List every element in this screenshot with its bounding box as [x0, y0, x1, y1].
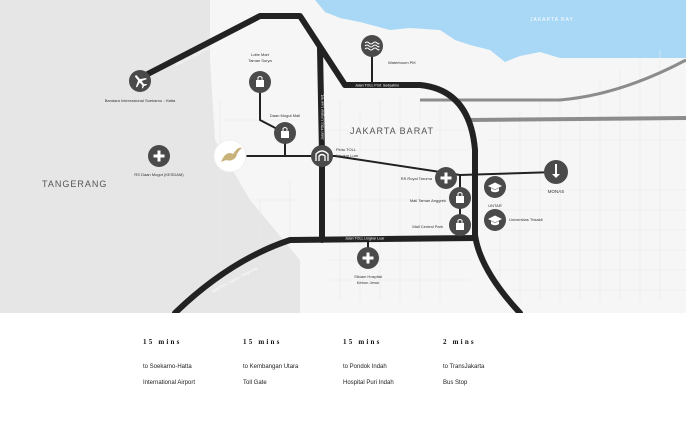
land-jakarta	[210, 0, 686, 313]
label-road-lingkar-luar: Jalan TOLL Lingkar Luar	[345, 237, 385, 241]
label-monas: MONAS	[548, 189, 565, 194]
shopping-bag-icon	[456, 192, 464, 203]
destination-line-1: to TransJakarta	[443, 364, 485, 370]
label-road-sedyatmo: Jalan TOLL Prof. Sedyatmo	[355, 84, 399, 88]
poi-waterboom[interactable]	[361, 35, 383, 57]
label-daan-mogot-mall: Daan Mogot Mall	[270, 113, 300, 118]
travel-time: 15 mins	[143, 338, 182, 346]
poi-siloam[interactable]	[357, 247, 379, 269]
destination-line-2: Hospital Puri Indah	[343, 380, 394, 386]
label-pintu-toll: Pintu TOLL	[336, 147, 357, 152]
label-mall-central-park: Mall Central Park	[412, 224, 443, 229]
label-universitas-trisakti: Universitas Trisakti	[509, 217, 543, 222]
travel-times-panel: 15 mins to Soekarno-Hatta International …	[0, 313, 686, 425]
shopping-bag-icon	[456, 219, 464, 230]
poi-mall-central-park[interactable]	[449, 214, 471, 236]
bird-logo-icon	[213, 139, 247, 173]
poi-monas[interactable]	[544, 160, 568, 184]
poi-mall-taman-anggrek[interactable]	[449, 187, 471, 209]
label-road-lingkar-w1: Jalan TOLL Lingkar Luar W1	[321, 94, 325, 140]
water-jakarta-bay	[315, 0, 686, 62]
medical-cross-icon	[153, 150, 165, 162]
label-rs-daan-mogot: RS Daan Mogot (KESDAM)	[134, 172, 184, 177]
poi-universitas-trisakti[interactable]	[484, 209, 506, 231]
monument-icon	[552, 164, 560, 178]
destination-line-2: International Airport	[143, 380, 196, 386]
label-rs-royal-taruma: RS Royal Taruma	[401, 176, 433, 181]
label-pintu-toll-2: Lingkar Luar	[336, 153, 359, 158]
poi-rs-daan-mogot[interactable]	[148, 145, 170, 167]
travel-time-item: 15 mins to Soekarno-Hatta International …	[143, 338, 243, 386]
road-sedyatmo-toll	[342, 82, 523, 313]
road-east-grey	[469, 116, 686, 122]
road-north-grey	[420, 58, 686, 102]
destination-line-1: to Soekarno-Hatta	[143, 364, 192, 370]
poi-lotte-mart[interactable]	[249, 71, 271, 93]
destination-line-1: to Pondok Indah	[343, 364, 387, 370]
travel-time: 15 mins	[343, 338, 382, 346]
label-siloam-2: Kebon Jeruk	[357, 280, 379, 285]
graduation-cap-icon	[488, 182, 502, 193]
poi-airport[interactable]	[129, 70, 151, 92]
road-lingkar-luar	[172, 235, 478, 313]
destination-line-2: Toll Gate	[243, 380, 267, 386]
label-airport: Bandara Internasional Soekarno - Hatta	[105, 98, 176, 103]
medical-cross-icon	[362, 252, 374, 264]
airplane-icon	[134, 74, 148, 89]
medical-cross-icon	[440, 172, 452, 184]
destination-line-1: to Kembangan Utara	[243, 364, 299, 370]
district-jakarta-bay: JAKARTA BAY	[530, 17, 574, 23]
label-waterboom: Waterboom PIK	[388, 60, 416, 65]
district-tangerang: TANGERANG	[42, 179, 107, 189]
label-mall-taman-anggrek: Mall Taman Anggrek	[410, 198, 446, 203]
label-lotte-mart: Lotte Mart	[251, 52, 270, 57]
label-untar: UNTAR	[488, 203, 502, 208]
road-local-mall	[259, 81, 286, 157]
toll-gate-icon	[315, 150, 329, 161]
poi-daan-mogot-mall[interactable]	[274, 122, 296, 144]
travel-time-item: 15 mins to Pondok Indah Hospital Puri In…	[343, 338, 443, 386]
travel-time-item: 15 mins to Kembangan Utara Toll Gate	[243, 338, 343, 386]
travel-time: 2 mins	[443, 338, 476, 346]
district-jakarta-barat: JAKARTA BARAT	[350, 126, 434, 136]
poi-rs-royal-taruma[interactable]	[435, 167, 457, 189]
label-siloam: Siloam Hospital	[354, 274, 382, 279]
wave-icon	[364, 41, 380, 51]
label-lotte-mart-2: Taman Surya	[248, 58, 272, 63]
travel-time-item: 2 mins to TransJakarta Bus Stop	[443, 338, 543, 386]
shopping-bag-icon	[256, 76, 264, 87]
poi-untar[interactable]	[484, 176, 506, 198]
graduation-cap-icon	[488, 215, 502, 226]
area-map: TANGERANG JAKARTA BARAT JAKARTA BAY Jala…	[0, 0, 686, 313]
shopping-bag-icon	[281, 127, 289, 138]
destination-line-2: Bus Stop	[443, 380, 468, 386]
poi-pintu-toll[interactable]	[311, 145, 333, 167]
road-lingkar-luar-w1	[317, 45, 325, 243]
travel-time: 15 mins	[243, 338, 282, 346]
